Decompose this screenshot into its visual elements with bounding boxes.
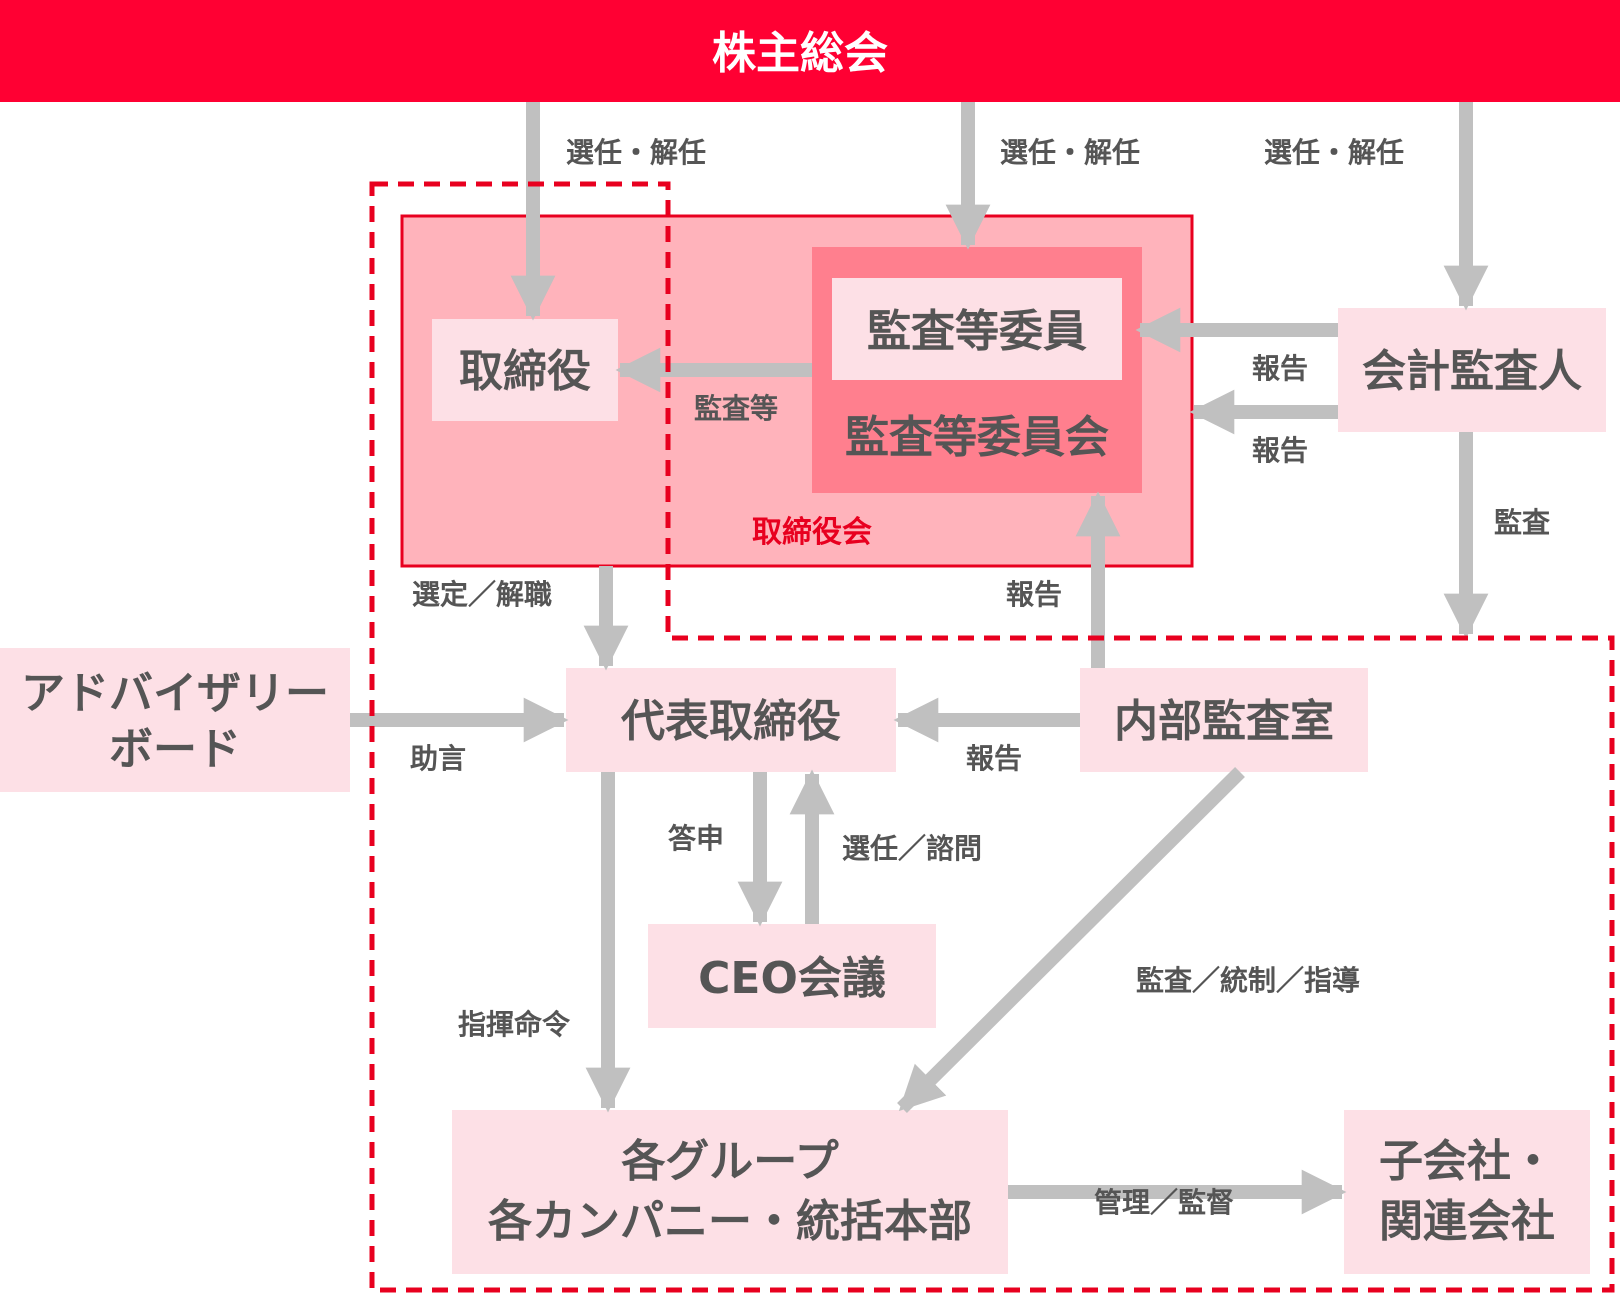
- board-label: 取締役会: [752, 515, 872, 550]
- audit-member-text: 監査等委員: [867, 306, 1087, 357]
- representative-box: [566, 668, 896, 772]
- header-title: 株主総会: [712, 28, 888, 79]
- ceo-meeting-box: [648, 924, 936, 1028]
- label-advice: 助言: [410, 742, 466, 775]
- advisory-board-text-2: ボード: [109, 724, 241, 775]
- label-report-1: 報告: [1252, 352, 1308, 385]
- internal-audit-box: [1080, 668, 1368, 772]
- label-audit: 監査: [1494, 506, 1550, 539]
- label-appoint-dismiss-2: 選任・解任: [1000, 136, 1140, 169]
- internal-audit-text: 内部監査室: [1114, 696, 1334, 747]
- governance-dashed-boundary: [369, 181, 1615, 1293]
- label-answer: 答申: [668, 822, 724, 855]
- label-appoint-dismiss-3: 選任・解任: [1264, 136, 1404, 169]
- label-appoint-dismiss-1: 選任・解任: [566, 136, 706, 169]
- label-manage-supervise: 管理／監督: [1094, 1186, 1234, 1219]
- groups-text-2: 各カンパニー・統括本部: [488, 1196, 972, 1247]
- subsidiaries-box: [1344, 1110, 1590, 1274]
- label-report-3: 報告: [1006, 578, 1062, 611]
- label-audit-etc: 監査等: [694, 392, 778, 425]
- arrow-internal-groups: [897, 767, 1245, 1113]
- groups-box: [452, 1110, 1008, 1274]
- advisory-board-box: [0, 648, 350, 792]
- header-bar: [0, 0, 1620, 102]
- directors-box: [432, 319, 618, 421]
- label-command: 指揮命令: [458, 1008, 571, 1041]
- label-appoint-consult: 選任／諮問: [842, 832, 982, 865]
- accounting-auditor-text: 会計監査人: [1362, 346, 1582, 397]
- advisory-board-text-1: アドバイザリー: [21, 668, 329, 719]
- subsidiaries-text-1: 子会社・: [1379, 1136, 1555, 1187]
- label-audit-control-guide: 監査／統制／指導: [1136, 964, 1360, 997]
- audit-member-box: [832, 278, 1122, 380]
- ceo-meeting-text: CEO会議: [698, 953, 886, 1004]
- audit-committee-text: 監査等委員会: [845, 412, 1109, 463]
- label-select-dismiss: 選定／解職: [412, 578, 552, 611]
- subsidiaries-text-2: 関連会社: [1379, 1196, 1555, 1247]
- label-report-2: 報告: [1252, 434, 1308, 467]
- label-report-4: 報告: [966, 742, 1022, 775]
- directors-text: 取締役: [459, 346, 591, 397]
- accounting-auditor-box: [1338, 308, 1606, 432]
- groups-text-1: 各グループ: [621, 1136, 838, 1187]
- representative-text: 代表取締役: [620, 696, 841, 747]
